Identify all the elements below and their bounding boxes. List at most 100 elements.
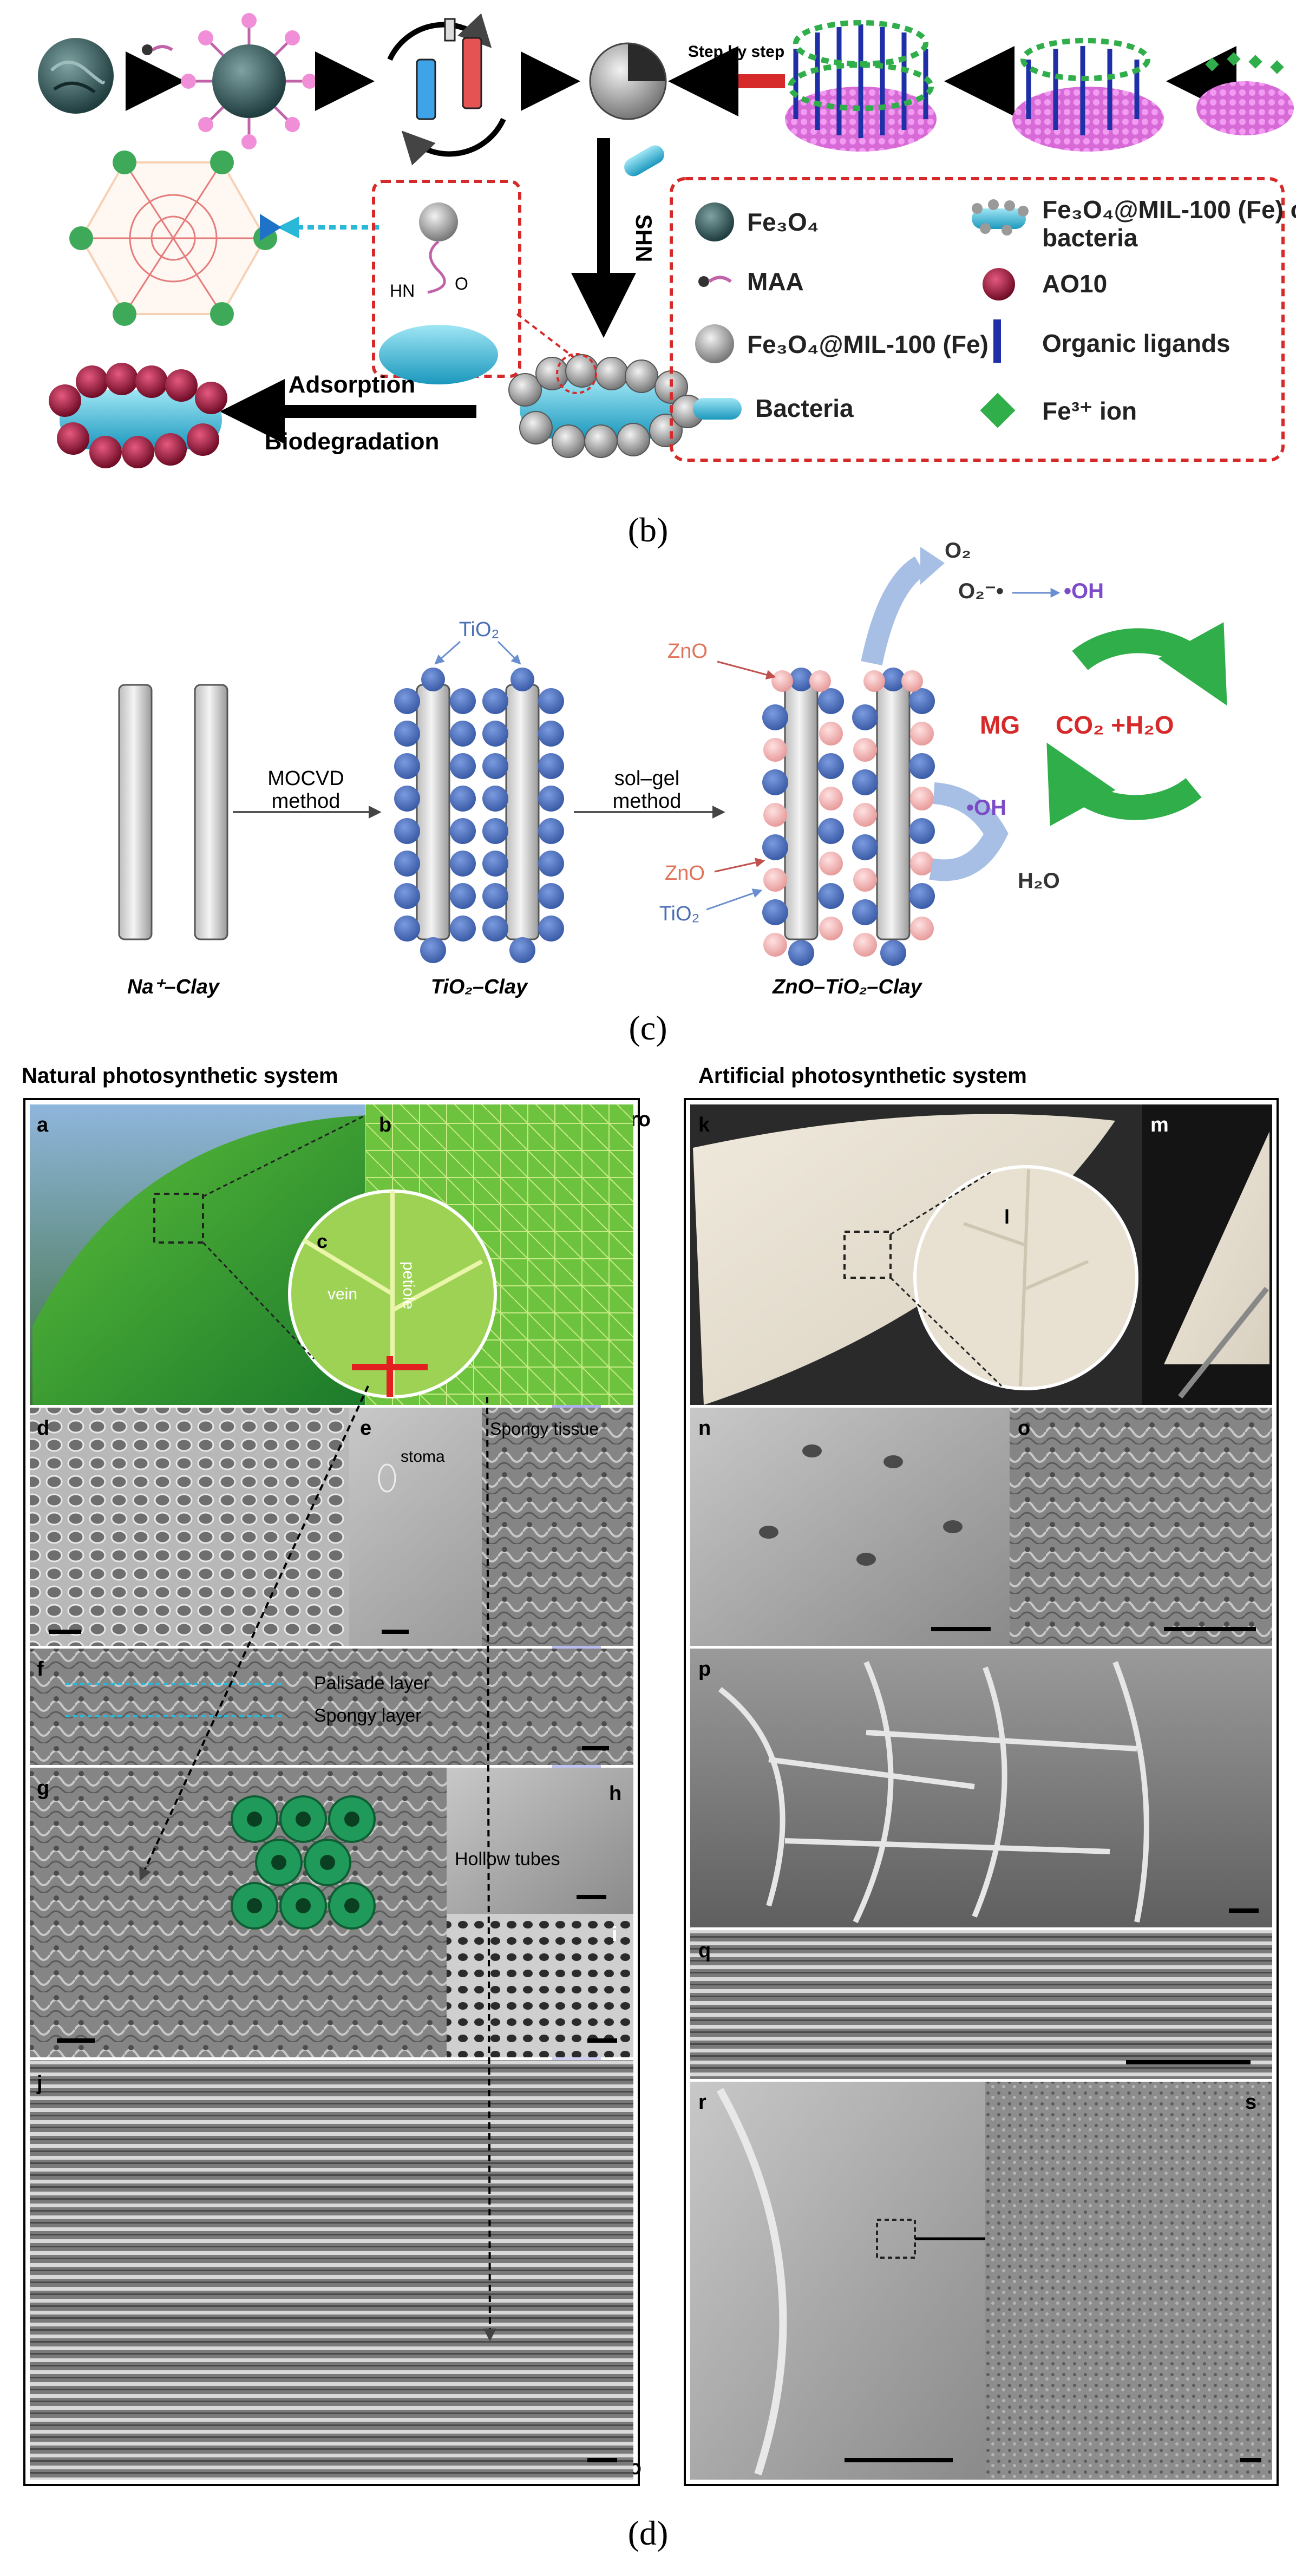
fe3o4-mil-particle [589, 42, 667, 120]
sem-p-fibers [718, 1661, 1149, 1924]
sub-label-h: h [609, 1782, 621, 1805]
tio2-bottom-label: TiO₂ [659, 903, 700, 925]
clay-rod-2 [194, 684, 228, 940]
fe3o4-maa-particle [181, 13, 317, 149]
sub-label-l: l [1004, 1206, 1010, 1228]
zoom-line-k2 [889, 1277, 1003, 1387]
sub-label-g: g [37, 1777, 49, 1800]
bond-bacterium [379, 325, 498, 384]
sem-o-image [1010, 1408, 1272, 1646]
svg-text:Fe₃O₄@MIL-100 (Fe): Fe₃O₄@MIL-100 (Fe) [747, 330, 989, 358]
biodegradation-label: Biodegradation [265, 428, 440, 455]
panel-d-label: (d) [628, 2514, 669, 2552]
bacteria-small-icon [624, 145, 664, 176]
legend-maa: MAA [698, 267, 804, 296]
sub-label-k: k [698, 1114, 710, 1136]
oh-bottom-label: •OH [966, 796, 1006, 820]
sem-h-image [447, 1768, 633, 1914]
sem-r-fold [716, 2088, 787, 2476]
artificial-frame [684, 1098, 1279, 2486]
o2-curve-arrow [861, 556, 926, 666]
mil-frame-1 [1196, 52, 1294, 135]
scalebar-r [845, 2458, 953, 2462]
oh-top-label: •OH [1064, 579, 1104, 603]
sem-e-spongy [482, 1408, 633, 1646]
sub-label-r: r [698, 2091, 706, 2114]
arrowhead-blue [260, 214, 282, 241]
legend-fe3o4: Fe₃O₄ [695, 202, 819, 241]
tio2-pointer-1 [434, 640, 461, 665]
photo-m-leaf [1164, 1132, 1269, 1364]
tio2-pointer-bottom [706, 888, 763, 911]
palisade-layer-label: Palisade layer [314, 1673, 430, 1694]
svg-text:Organic ligands: Organic ligands [1042, 329, 1230, 357]
svg-text:Bacteria: Bacteria [755, 394, 854, 422]
svg-text:MAA: MAA [747, 267, 804, 296]
clay-rod-1 [118, 684, 153, 940]
photo-l-veins [963, 1169, 1089, 1387]
sub-label-q: q [698, 1939, 711, 1962]
mil-frame-2 [1012, 38, 1164, 152]
sem-n-pores [759, 1444, 963, 1566]
shn-label: SHN [631, 214, 657, 263]
sub-label-f: f [37, 1658, 44, 1681]
petiole-label: petiole [400, 1261, 417, 1309]
legend-fe-ion: Fe³⁺ ion [980, 393, 1137, 428]
svg-text:Fe₃O₄@MIL-100 (Fe) on: Fe₃O₄@MIL-100 (Fe) on [1042, 195, 1296, 224]
zno-mid-label: ZnO [665, 862, 705, 885]
chem-o-label: O [455, 274, 468, 293]
scalebar-o [1164, 1627, 1256, 1631]
zno-tio2-clay-label: ZnO–TiO₂–Clay [772, 976, 923, 998]
scalebar-s [1240, 2458, 1261, 2462]
scalebar-h [577, 1895, 606, 1899]
sem-j-image [30, 2060, 633, 2480]
scalebar-n [931, 1627, 991, 1631]
solgel-method-label: method [613, 790, 682, 813]
zno-pointer-mid [714, 858, 765, 873]
o2-label: O₂ [945, 539, 971, 563]
sem-p-image [690, 1649, 1272, 1927]
legend-fe-mil-bacteria: Fe₃O₄@MIL-100 (Fe) on bacteria [972, 195, 1296, 252]
tio2-pointer-2 [497, 640, 521, 665]
legend-fe3o4-mil: Fe₃O₄@MIL-100 (Fe) [695, 324, 989, 363]
solgel-label: sol–gel [614, 767, 679, 790]
bacterium-with-ao10 [49, 363, 227, 468]
sub-label-o: o [1018, 1417, 1030, 1440]
sub-label-i: i [612, 1923, 618, 1946]
mil-frame-3 [785, 20, 937, 152]
panel-c-label: (c) [629, 1009, 667, 1047]
mocvd-method-label: method [272, 790, 341, 813]
chem-hn-label: HN [390, 281, 415, 300]
tio2-top-label: TiO₂ [459, 618, 500, 641]
photo-c-cut-marker [352, 1356, 428, 1397]
scalebar-j [587, 2458, 617, 2462]
artificial-system-title: Artificial photosynthetic system [698, 1064, 1027, 1088]
bacterium-with-mil [508, 353, 704, 458]
svg-text:AO10: AO10 [1042, 270, 1107, 298]
panel-c: MOCVD method TiO₂ sol–gel method [118, 539, 1227, 1047]
stoma-shape [378, 1463, 396, 1493]
hollow-tubes-label: Hollow tubes [455, 1849, 560, 1869]
scalebar-e [382, 1630, 409, 1634]
bond-linker [427, 240, 446, 294]
natural-system-title: Natural photosynthetic system [22, 1064, 338, 1088]
sub-label-m: m [1150, 1114, 1169, 1136]
zno-tio2-clay [762, 668, 935, 966]
photo-a-leaf [32, 1115, 365, 1405]
tio2-clay [394, 668, 564, 963]
sub-label-b: b [379, 1114, 391, 1136]
sem-d-image [30, 1408, 349, 1646]
vein-label: vein [328, 1285, 357, 1303]
scalebar-d [49, 1630, 81, 1634]
zno-pointer-top [717, 661, 776, 679]
o2-radical-label: O₂⁻• [958, 579, 1004, 603]
legend-organic-ligands: Organic ligands [993, 319, 1230, 363]
legend-box [670, 177, 1285, 462]
tio2-clay-label: TiO₂–Clay [431, 976, 528, 998]
sub-label-p: p [698, 1658, 711, 1681]
sub-label-n: n [698, 1417, 711, 1440]
spongy-tissue-label: Spongy tissue [490, 1419, 599, 1439]
zoom-line-red [516, 313, 575, 358]
cycle-icon [387, 13, 506, 166]
